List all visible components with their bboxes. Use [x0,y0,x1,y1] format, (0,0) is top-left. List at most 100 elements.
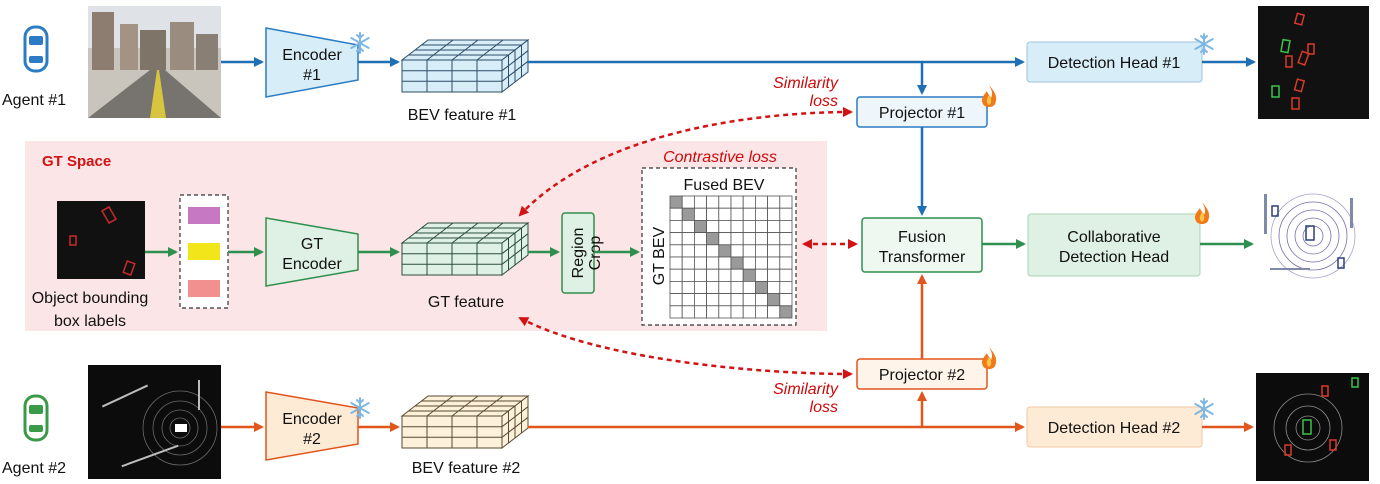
matrix-cell [681,219,695,233]
matrix-cell [681,305,695,319]
matrix-cell [755,305,769,319]
matrix-cell [694,280,708,294]
matrix-cell [669,207,683,221]
encoder1-label-line1: Encoder [282,47,342,64]
matrix-diagonal-cell [767,293,781,307]
bbox-label-line2: box labels [54,313,126,330]
matrix-diagonal-cell [755,280,769,294]
car-icon-green [23,394,49,442]
gt-bev-axis-label: GT BEV [651,226,668,285]
matrix-cell [681,244,695,258]
agent1-label: Agent #1 [2,92,66,109]
matrix-diagonal-cell [706,232,720,246]
matrix-cell [755,256,769,270]
matrix-cell [779,268,793,282]
matrix-diagonal-cell [669,195,683,209]
matrix-cell [755,293,769,307]
projector1-label: Projector #1 [879,105,965,122]
detection-head2-label: Detection Head #2 [1048,420,1181,437]
contrastive-loss-label: Contrastive loss [663,149,777,166]
collaborative-output-image [1258,190,1370,300]
bev-feature1-label: BEV feature #1 [408,107,517,124]
matrix-cell [669,305,683,319]
matrix-cell [730,219,744,233]
matrix-cell [694,256,708,270]
matrix-cell [779,256,793,270]
bev-feature1-block [400,38,530,94]
matrix-cell [742,195,756,209]
encoder2-label-line2: #2 [303,431,321,448]
matrix-cell [718,256,732,270]
flame-icon [982,347,997,369]
matrix-cell [742,305,756,319]
matrix-cell [755,268,769,282]
matrix-cell [706,219,720,233]
matrix-cell [681,280,695,294]
matrix-cell [718,195,732,209]
detection-output-image [1258,6,1369,119]
matrix-cell [767,280,781,294]
flame-icon [982,85,997,107]
matrix-cell [694,268,708,282]
matrix-cell [706,280,720,294]
matrix-cell [755,219,769,233]
matrix-cell [730,232,744,246]
similarity-loss2-line2: loss [810,399,838,416]
loss-arrows [518,107,858,379]
matrix-cell [669,219,683,233]
matrix-cell [755,232,769,246]
matrix-diagonal-cell [730,256,744,270]
matrix-cell [767,219,781,233]
matrix-diagonal-cell [742,268,756,282]
matrix-cell [669,256,683,270]
matrix-cell [730,244,744,258]
matrix-cell [718,305,732,319]
matrix-cell [767,256,781,270]
gt-feature-block [400,221,530,277]
gt-encoder-block [265,217,359,287]
matrix-cell [694,305,708,319]
matrix-diagonal-cell [718,244,732,258]
matrix-diagonal-cell [779,305,793,319]
matrix-cell [718,219,732,233]
matrix-cell [730,305,744,319]
matrix-cell [681,268,695,282]
matrix-cell [706,207,720,221]
encoder2-label-line1: Encoder [282,411,342,428]
collab-head-label-line1: Collaborative [1067,229,1160,246]
matrix-cell [669,268,683,282]
matrix-cell [681,195,695,209]
matrix-cell [718,232,732,246]
matrix-cell [742,244,756,258]
matrix-cell [742,219,756,233]
encoder1-label-line2: #1 [303,67,321,84]
fused-bev-title: Fused BEV [684,177,765,194]
matrix-cell [779,293,793,307]
bev-feature2-label: BEV feature #2 [412,460,521,477]
gt-encoder-label-line2: Encoder [282,256,342,273]
flame-icon [1195,202,1210,224]
matrix-cell [694,207,708,221]
bbox-token [188,280,220,297]
matrix-cell [779,219,793,233]
matrix-cell [706,256,720,270]
lidar-image [88,365,221,479]
agent1-flow-arrows [221,57,1256,216]
matrix-cell [742,256,756,270]
matrix-cell [779,232,793,246]
matrix-cell [779,207,793,221]
matrix-cell [669,293,683,307]
matrix-cell [681,293,695,307]
matrix-cell [718,268,732,282]
detection-output-image [1256,373,1369,481]
matrix-diagonal-cell [681,207,695,221]
matrix-cell [742,280,756,294]
matrix-cell [706,305,720,319]
matrix-cell [779,195,793,209]
gt-encoder-label-line1: GT [301,236,323,253]
similarity-loss2-line1: Similarity [773,381,839,398]
matrix-cell [706,195,720,209]
matrix-cell [718,293,732,307]
matrix-cell [669,280,683,294]
